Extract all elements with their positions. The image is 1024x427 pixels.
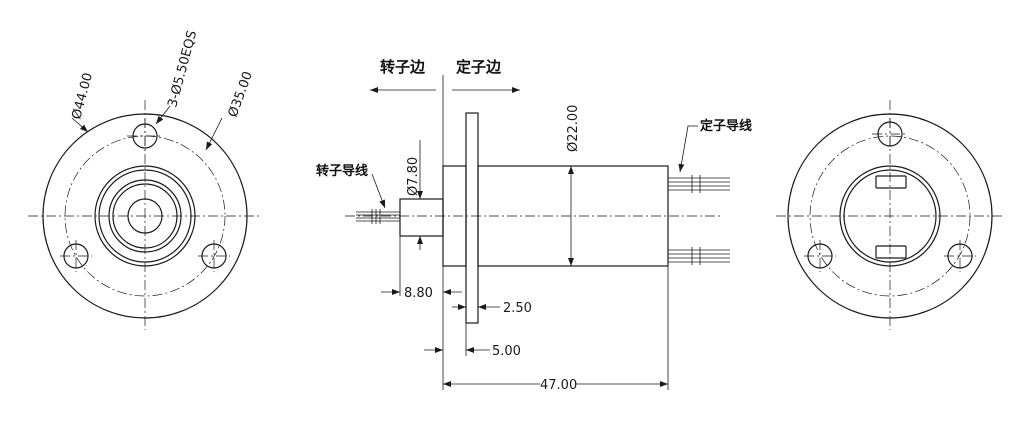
outer-flange-circle [42,113,248,319]
stator-side-label: 定子边 [456,58,502,76]
left-front-view: Ø44.00 3-Ø5.50EQS Ø35.00 [28,29,262,330]
wire-exit-lower [875,245,907,259]
pcd-circle [64,135,226,297]
holes-label: 3-Ø5.50EQS [165,29,200,109]
flange-thk-label: 2.50 [503,301,532,316]
right-back-view [776,100,1004,330]
flange-pos-label: 5.00 [492,344,521,359]
stator-wires-lower [668,247,730,265]
flange-body [465,112,479,324]
middle-side-view: 转子边 定子边 转子导线 [316,58,752,393]
pcd-label: Ø35.00 [226,70,256,120]
rotor-wire-label: 转子导线 [316,163,368,179]
rotor-wires [356,209,400,224]
rotor-dia-label: Ø7.80 [406,157,421,196]
body-dia-label: Ø22.00 [566,105,581,152]
stator-wires-upper [668,175,730,193]
rotor-bore-circle [127,198,163,234]
total-len-label: 47.00 [540,378,577,393]
outer-dia-label: Ø44.00 [69,71,96,121]
outer-flange-circle-back [787,113,993,319]
rotor-len-label: 8.80 [404,286,433,301]
rotor-side-label: 转子边 [380,58,426,76]
rotor-shaft [399,198,444,237]
wire-exit-upper [875,175,907,189]
stator-wire-label: 定子导线 [699,118,752,134]
